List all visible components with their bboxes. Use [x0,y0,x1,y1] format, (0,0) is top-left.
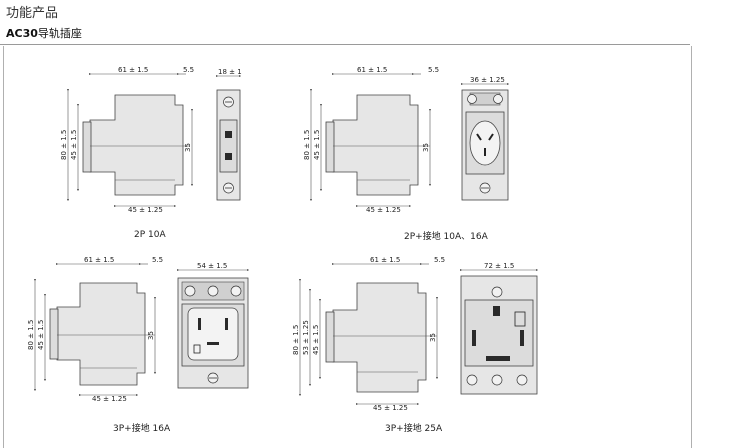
screw-icon [467,94,477,104]
v2-dim-right: 35 [422,143,430,152]
v1-dim-top-small: 5.5 [183,66,194,74]
socket-icon [469,120,501,166]
variant-2-side-view: 61 ± 1.5 5.5 80 ± 1.5 45 ± 1.5 35 45 ± 1… [303,66,439,214]
v3-dim-left-outer: 80 ± 1.5 [27,320,35,350]
v4-dim-bottom: 45 ± 1.25 [373,404,408,412]
v2-dim-left-inner: 45 ± 1.5 [313,130,321,160]
screw-icon [466,374,478,386]
v4-dim-top-small: 5.5 [434,256,445,264]
v4-dim-top: 61 ± 1.5 [370,256,400,264]
v2-dim-left-outer: 80 ± 1.5 [303,130,311,160]
screw-icon [491,374,503,386]
v1-dim-front-width: 18 ± 1 [218,68,242,76]
screw-icon [207,285,219,297]
v3-dim-top: 61 ± 1.5 [84,256,114,264]
v1-dim-bottom: 45 ± 1.25 [128,206,163,214]
variant-4-front-view: 72 ± 1.5 [459,262,539,395]
v1-dim-top: 61 ± 1.5 [118,66,148,74]
variant-3-caption: 3P+接地 16A [113,424,171,434]
page-title: 功能产品 [6,6,59,21]
v4-dim-right: 35 [429,333,437,342]
product-type: 导轨插座 [37,27,82,40]
v4-dim-left-inner: 45 ± 1.5 [312,325,320,355]
variant-2-caption: 2P+接地 10A、16A [404,232,488,242]
v1-dim-right: 35 [184,143,192,152]
screw-icon [184,285,196,297]
v4-dim-front-width: 72 ± 1.5 [484,262,514,270]
v1-dim-left-outer: 80 ± 1.5 [60,130,68,160]
screw-icon [493,94,503,104]
variant-1-side-view: 61 ± 1.5 5.5 80 ± 1.5 45 ± 1.5 35 45 ± 1… [60,66,194,214]
v2-dim-top: 61 ± 1.5 [357,66,387,74]
diagram-frame [3,46,692,448]
v3-dim-left-inner: 45 ± 1.5 [37,320,45,350]
product-model: AC30 [6,27,38,40]
v4-dim-left-outer: 80 ± 1.5 [292,325,300,355]
screw-icon [491,286,503,298]
v3-dim-bottom: 45 ± 1.25 [92,395,127,403]
header-rule [0,44,690,45]
variant-3-front-view: 54 ± 1.5 [176,262,250,389]
variant-3-side-view: 61 ± 1.5 5.5 80 ± 1.5 45 ± 1.5 35 45 ± 1… [27,256,163,403]
v4-dim-left-mid: 53 ± 1.25 [302,320,310,355]
socket-pin-icon [225,153,232,160]
variant-4-caption: 3P+接地 25A [385,424,443,434]
variant-1-caption: 2P 10A [134,230,166,240]
v2-dim-bottom: 45 ± 1.25 [366,206,401,214]
product-title: AC30导轨插座 [6,25,82,41]
screw-icon [516,374,528,386]
v3-dim-front-width: 54 ± 1.5 [197,262,227,270]
variant-1-front-view: 18 ± 1 [215,68,242,201]
socket-pin-icon [225,131,232,138]
v3-dim-right: 35 [147,331,155,340]
variant-2-front-view: 36 ± 1.25 [460,76,510,201]
v2-dim-front-width: 36 ± 1.25 [470,76,505,84]
screw-icon [230,285,242,297]
socket-icon [187,307,239,361]
v3-dim-top-small: 5.5 [152,256,163,264]
v1-dim-left-inner: 45 ± 1.5 [70,130,78,160]
variant-4-side-view: 61 ± 1.5 5.5 80 ± 1.5 53 ± 1.25 45 ± 1.5… [292,256,445,412]
v2-dim-top-small: 5.5 [428,66,439,74]
